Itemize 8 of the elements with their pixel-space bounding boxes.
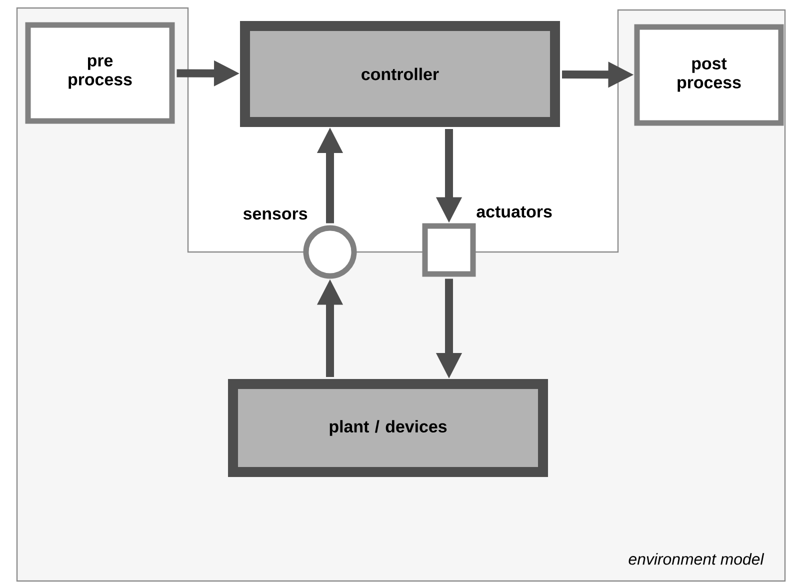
node-label: actuators	[476, 206, 552, 218]
actuator-square	[422, 223, 476, 277]
process-box: plant / devices	[228, 379, 548, 477]
process-box: pre process	[25, 22, 175, 124]
process-box: controller	[240, 21, 560, 127]
sensor-circle	[303, 225, 357, 279]
process-box: post process	[634, 24, 784, 126]
node-label: sensors	[243, 210, 308, 220]
